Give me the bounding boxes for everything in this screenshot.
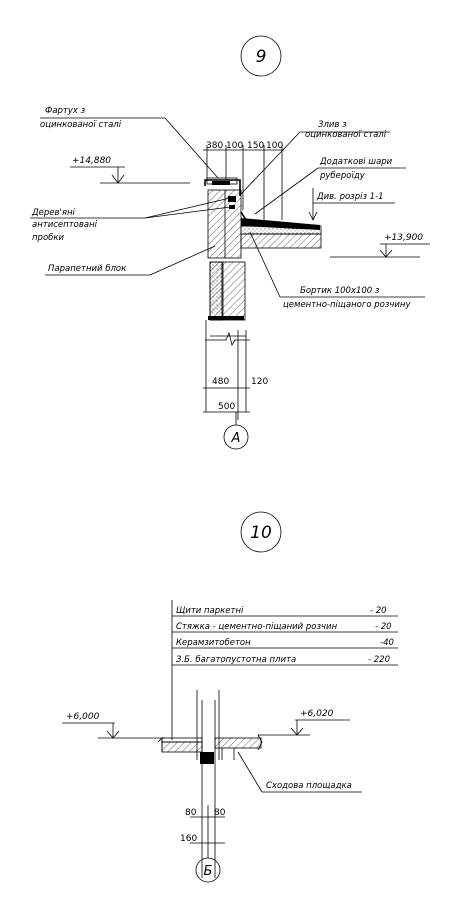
svg-text:пробки: пробки — [32, 233, 65, 243]
detail-10-number: 10 — [250, 523, 272, 543]
svg-text:Див. розріз 1-1: Див. розріз 1-1 — [316, 192, 384, 202]
detail-9-axis-circle — [223, 424, 249, 450]
dim-100-a: 100 — [226, 141, 243, 151]
layer-1-value: - 20 — [370, 606, 387, 616]
level-mark-top: +14,880 — [70, 156, 190, 184]
detail-9-bottom-dims: 480 120 500 — [203, 377, 268, 425]
svg-text:оцинкованої сталі: оцинкованої сталі — [305, 130, 387, 140]
dim-380: 380 — [206, 141, 223, 151]
dim-80-b: 80 — [214, 808, 226, 818]
dim-480: 480 — [212, 377, 229, 387]
svg-text:антисептовані: антисептовані — [32, 220, 98, 230]
detail-10-number-circle — [240, 511, 282, 553]
detail-10-axis-circle — [195, 857, 221, 883]
svg-text:рубероїду: рубероїду — [319, 171, 366, 181]
label-curb: Бортик 100х100 з цементно-піщаного розчи… — [249, 231, 425, 310]
detail-9-top-dims: 380 100 150 100 — [203, 141, 284, 220]
svg-text:Додаткові шари: Додаткові шари — [319, 157, 393, 167]
svg-text:цементно-піщаного розчину: цементно-піщаного розчину — [283, 300, 411, 310]
svg-text:Фартух з: Фартух з — [45, 106, 86, 116]
stair-landing-section — [157, 690, 263, 878]
detail-10-dims: 80 80 160 — [180, 805, 226, 858]
svg-text:Дерев'яні: Дерев'яні — [31, 208, 76, 218]
label-apron: Фартух з оцинкованої сталі — [40, 106, 219, 179]
label-parapet-block: Парапетний блок — [45, 245, 216, 276]
svg-text:Сходова площадка: Сходова площадка — [266, 781, 352, 791]
detail-9: 9 — [30, 35, 430, 450]
label-wood-plugs: Дерев'яні антисептовані пробки — [30, 197, 231, 243]
parapet-wall — [204, 177, 322, 420]
label-drain: Злив з оцинкованої сталі — [239, 120, 390, 196]
detail-9-number: 9 — [256, 47, 267, 67]
level-mark-left: +6,000 — [62, 712, 165, 739]
label-landing: Сходова площадка — [237, 751, 362, 793]
level-top: +14,880 — [72, 156, 111, 166]
layer-4-value: - 220 — [368, 655, 390, 665]
dim-160: 160 — [180, 834, 197, 844]
svg-text:Бортик 100х100 з: Бортик 100х100 з — [300, 286, 380, 296]
dim-100-b: 100 — [266, 141, 283, 151]
label-see-section: Див. розріз 1-1 — [308, 188, 395, 221]
detail-10: 10 Щити паркетні - 20 Стяжка - цементно-… — [62, 511, 398, 883]
layer-3-value: -40 — [380, 638, 394, 648]
level-mark-right-10: +6,020 — [258, 709, 350, 736]
level-right: +13,900 — [384, 233, 423, 243]
detail-9-axis-mark: А — [231, 431, 241, 446]
dim-120: 120 — [251, 377, 268, 387]
layer-2-value: - 20 — [375, 622, 392, 632]
detail-9-number-circle — [240, 35, 282, 77]
level-mark-right: +13,900 — [330, 233, 430, 258]
layer-3-name: Керамзитобетон — [176, 638, 251, 648]
dim-80-a: 80 — [185, 808, 197, 818]
svg-text:Парапетний блок: Парапетний блок — [48, 264, 127, 274]
dim-150: 150 — [247, 141, 264, 151]
layer-4-name: З.Б. багатопустотна плита — [176, 655, 296, 665]
layer-1-name: Щити паркетні — [176, 606, 244, 616]
detail-10-axis-mark: Б — [204, 864, 213, 879]
layers-list: Щити паркетні - 20 Стяжка - цементно-піщ… — [171, 600, 398, 740]
label-extra-layers: Додаткові шари рубероїду — [254, 157, 406, 215]
dim-500: 500 — [218, 402, 235, 412]
level-left: +6,000 — [66, 712, 100, 722]
svg-text:оцинкованої сталі: оцинкованої сталі — [40, 120, 122, 130]
svg-text:Злив з: Злив з — [318, 120, 347, 130]
level-right-10: +6,020 — [300, 709, 334, 719]
layer-2-name: Стяжка - цементно-піщаний розчин — [176, 622, 338, 632]
